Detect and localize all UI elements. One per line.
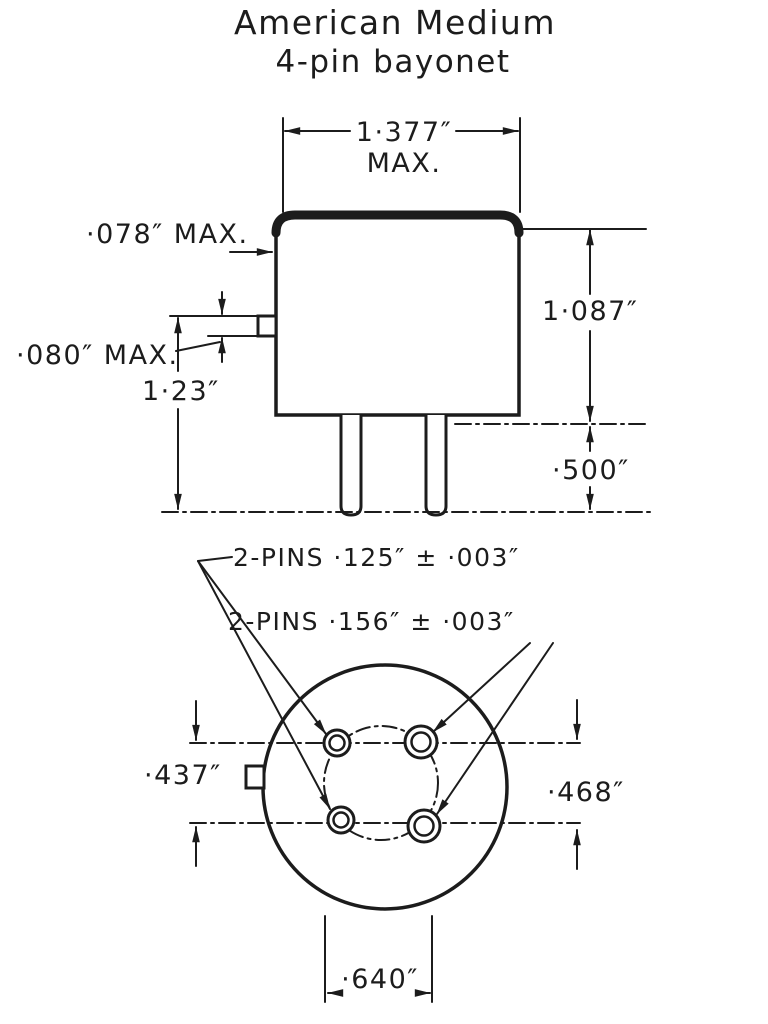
rim-offset-label: ·078″ MAX. [86,219,249,250]
side-view: 1·377″ MAX. ·078″ MAX. ·080″ MAX. 1·23″ … [16,117,651,517]
pin-view: 2-PINS ·125″ ± ·003″ 2-PINS ·156″ ± ·003… [144,543,625,1003]
large-pins-label: 2-PINS ·156″ ± ·003″ [228,607,515,636]
body-height-label: 1·087″ [542,296,638,327]
pin-small-top-inner [328,734,346,752]
contact-pin-right [424,413,448,517]
small-pins-label: 2-PINS ·125″ ± ·003″ [233,543,520,572]
shell-height-label: 1·23″ [142,376,220,407]
small-pins-leader-stub [197,556,233,562]
overall-width-max-label: MAX. [367,148,442,179]
tube-body-top-rim [271,210,524,238]
row-spacing-label: ·640″ [341,964,419,995]
pin-pitch-circle [323,725,439,841]
overall-width-label: 1·377″ [356,117,452,148]
small-pins-leader-top [197,560,327,735]
pin-large-bottom-inner [413,815,435,837]
tube-body-outline [274,227,521,417]
title-line2: 4-pin bayonet [275,44,510,80]
bayonet-pin-label: ·080″ MAX. [16,340,179,371]
contact-pin-left [339,413,363,517]
pin-small-bottom-inner [332,811,350,829]
row-spacing-extension-lines [324,915,433,1003]
base-circle [261,663,509,911]
side-view-centerlines [161,423,651,513]
large-pins-leader-top [432,642,531,733]
bayonet-pin-bottom [244,764,266,790]
title-block: American Medium 4-pin bayonet [234,3,556,80]
right-spacing-label: ·468″ [547,777,625,808]
large-pins-leader-bottom [436,642,554,815]
side-view-extension-lines [169,117,647,352]
bayonet-pin-side [256,314,278,338]
left-spacing-label: ·437″ [144,760,222,791]
pin-view-centerlines [189,742,581,824]
small-pins-leader-bottom [197,560,331,810]
title-line1: American Medium [234,3,556,42]
pin-length-label: ·500″ [552,455,630,486]
pin-large-top-inner [410,731,432,753]
